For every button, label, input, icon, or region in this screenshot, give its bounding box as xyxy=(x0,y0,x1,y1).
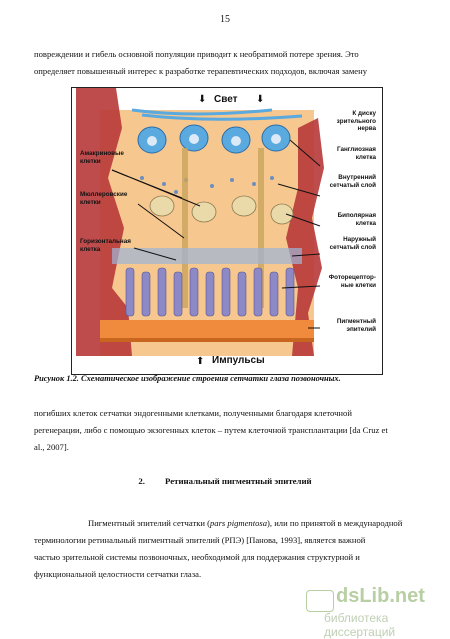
section-heading: 2. Ретинальный пигментный эпителий xyxy=(0,476,450,486)
label-inner-layer: Внутренний сетчатый слой xyxy=(329,174,376,189)
arrow-up-icon: ⬆ xyxy=(196,356,205,367)
label-pigment: Пигментный эпителий xyxy=(336,318,376,333)
paragraph-intro-line1: повреждении и гибель основной популяции … xyxy=(34,49,359,59)
section-title: Ретинальный пигментный эпителий xyxy=(164,476,312,486)
watermark-title: dsLib.net xyxy=(336,585,425,607)
arrow-down-icon: ⬇ xyxy=(256,94,265,105)
label-outer-layer: Наружный сетчатый слой xyxy=(329,236,376,251)
label-amacrine: Амакриновые клетки xyxy=(80,150,124,165)
label-optic-nerve: К диску зрительного нерва xyxy=(336,110,376,132)
rpe-line1-end: ), или по принятой в международной xyxy=(267,518,403,528)
watermark: dsLib.net библиотека диссертаций xyxy=(306,584,446,639)
label-ganglion: Ганглиозная клетка xyxy=(336,146,376,161)
figure-impulses-label: Импульсы xyxy=(212,355,265,366)
paragraph-rpe-line2: терминологии ретинальный пигментный эпит… xyxy=(34,535,366,545)
label-muller: Мюллеровские клетки xyxy=(80,191,128,206)
figure-caption: Рисунок 1.2. Схематическое изображение с… xyxy=(34,374,341,383)
label-photoreceptor: Фоторецептор-ные клетки xyxy=(328,274,376,289)
paragraph-regeneration-line2: регенерации, либо с помощью экзогенных к… xyxy=(34,425,388,435)
retina-illustration xyxy=(72,88,382,374)
watermark-logo-icon xyxy=(306,590,334,612)
arrow-down-icon: ⬇ xyxy=(198,94,207,105)
paragraph-regeneration-line1: погибших клеток сетчатки эндогенными кле… xyxy=(34,408,352,418)
page-number: 15 xyxy=(220,14,230,25)
rpe-line1-start: Пигментный эпителий сетчатки ( xyxy=(88,518,210,528)
paragraph-rpe-line3: частью зрительной системы позвоночных, н… xyxy=(34,552,360,562)
paragraph-rpe-line1: Пигментный эпителий сетчатки (pars pigme… xyxy=(34,515,416,532)
figure-light-label: Свет xyxy=(214,94,238,105)
paragraph-regeneration-line3: al., 2007]. xyxy=(34,442,69,452)
watermark-subtitle: библиотека диссертаций xyxy=(324,611,396,639)
paragraph-rpe-line4: функциональной целостности сетчатки глаз… xyxy=(34,569,202,579)
rpe-latin-term: pars pigmentosa xyxy=(209,518,268,528)
label-bipolar: Биполярная клетка xyxy=(337,212,376,227)
label-horizontal: Горизонтальная клетка xyxy=(80,238,131,253)
section-number: 2. xyxy=(138,476,145,486)
retina-figure: ⬇ Свет ⬇ ⬆ Импульсы Амакриновые клетки М… xyxy=(71,87,383,375)
paragraph-intro-line2: определяет повышенный интерес к разработ… xyxy=(34,66,367,76)
